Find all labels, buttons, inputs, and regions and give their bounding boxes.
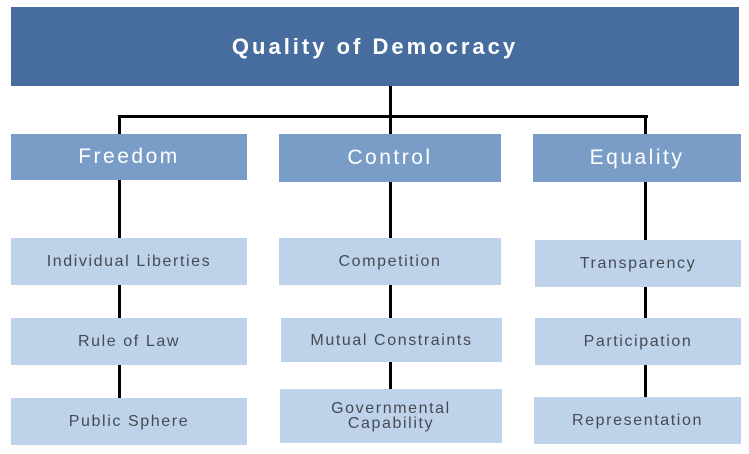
connector-horizontal xyxy=(118,115,648,118)
root-node: Quality of Democracy xyxy=(11,7,739,86)
function-governmental-capability: Governmental Capability xyxy=(280,389,502,443)
function-individual-liberties: Individual Liberties xyxy=(11,238,247,285)
function-participation: Participation xyxy=(535,318,741,365)
dimension-freedom: Freedom xyxy=(11,134,247,180)
function-transparency: Transparency xyxy=(535,240,741,287)
function-competition: Competition xyxy=(279,238,501,285)
dimension-control: Control xyxy=(279,134,501,182)
dimension-equality: Equality xyxy=(533,134,741,182)
function-mutual-constraints: Mutual Constraints xyxy=(281,318,502,362)
function-rule-of-law: Rule of Law xyxy=(11,318,247,365)
function-representation: Representation xyxy=(534,397,741,444)
function-public-sphere: Public Sphere xyxy=(11,398,247,445)
connector-root xyxy=(389,86,392,118)
